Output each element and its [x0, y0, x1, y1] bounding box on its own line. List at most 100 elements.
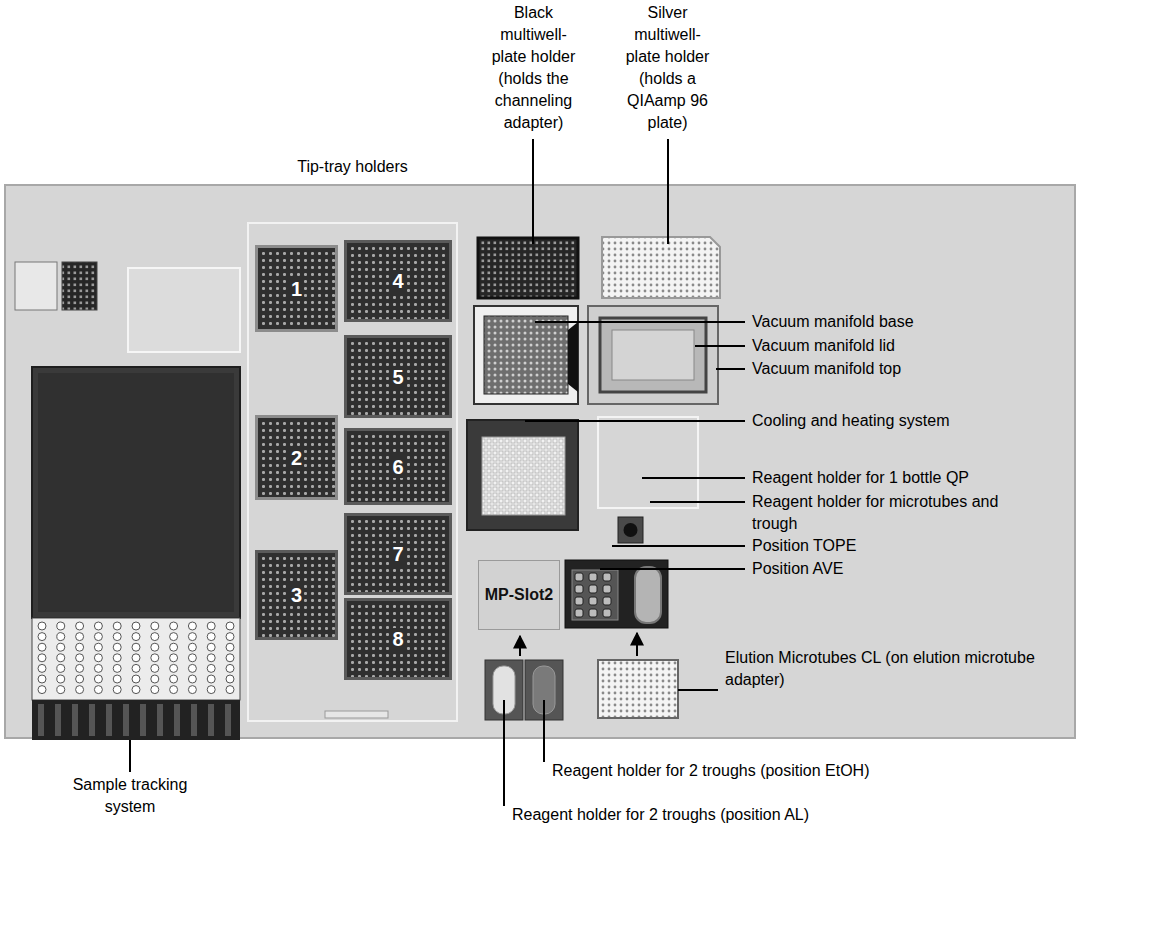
rack-hole [94, 643, 102, 651]
rack-hole [38, 622, 46, 630]
rack-hole [38, 633, 46, 641]
rack-hole [76, 633, 84, 641]
rack-hole [113, 643, 121, 651]
panel-bar [325, 711, 388, 718]
rack-hole [207, 622, 215, 630]
position-number: 3 [289, 584, 304, 606]
leader-line [650, 502, 651, 565]
rack-hole [151, 664, 159, 672]
comb-slots [38, 704, 231, 736]
rack-hole [151, 654, 159, 662]
rack-hole [207, 633, 215, 641]
position-number: 7 [390, 543, 405, 565]
rack-hole [113, 633, 121, 641]
leader-line [716, 368, 745, 370]
rack-hole [57, 675, 65, 683]
tip-tray: 2 [255, 415, 338, 500]
plate-slot: MP-Slot2 [478, 560, 560, 630]
rack-hole [151, 643, 159, 651]
microtube-rack [572, 570, 618, 620]
comb-slot [174, 704, 180, 736]
rack-hole [226, 675, 234, 683]
rack-hole [170, 675, 178, 683]
rack-hole [226, 664, 234, 672]
black-plate-holder [478, 238, 578, 298]
group-heading: Tip-tray holders [209, 156, 496, 178]
rack-hole [188, 654, 196, 662]
callout-label: Black multiwell-plate holder (holds the … [486, 2, 581, 134]
microtube-position [603, 597, 611, 605]
microtube-position [603, 585, 611, 593]
rack-hole [57, 664, 65, 672]
rack-hole [151, 686, 159, 694]
sample-rack-holes [38, 622, 234, 694]
microtube-positions [575, 573, 611, 617]
vacuum-lid-frame [588, 306, 718, 404]
rack-hole [76, 675, 84, 683]
tip-tray: 8 [344, 598, 452, 680]
deck [5, 185, 1075, 738]
rack-hole [188, 633, 196, 641]
rack-hole [94, 633, 102, 641]
rack-hole [132, 686, 140, 694]
rack-hole [94, 664, 102, 672]
callout-label: Position TOPE [752, 535, 856, 557]
rack-hole [226, 643, 234, 651]
rack-hole [207, 686, 215, 694]
rack-hole [151, 622, 159, 630]
comb-slot [123, 704, 129, 736]
rack-hole [170, 654, 178, 662]
position-number: 8 [390, 628, 405, 650]
rack-hole [38, 686, 46, 694]
callout-label: Vacuum manifold base [752, 311, 914, 333]
leader-line [543, 700, 545, 762]
slot-label: MP-Slot2 [485, 586, 553, 604]
rack-hole [57, 686, 65, 694]
rack-hole [38, 643, 46, 651]
vacuum-base-inner [484, 316, 568, 394]
rack-hole [188, 686, 196, 694]
rack-hole [226, 633, 234, 641]
rack-hole [38, 664, 46, 672]
callout-label: Reagent holder for 2 troughs (position E… [552, 760, 870, 782]
leader-line [612, 545, 745, 547]
callout-label: Reagent holder for 1 bottle QP [752, 467, 969, 489]
leader-line [678, 689, 718, 691]
leader-line [600, 568, 745, 570]
rack-hole [132, 675, 140, 683]
position-number: 2 [289, 447, 304, 469]
elution-microtubes [598, 660, 678, 718]
position-number: 6 [390, 456, 405, 478]
rack-hole [207, 654, 215, 662]
rack-hole [94, 675, 102, 683]
microtube-position [589, 597, 597, 605]
microtube-holder [565, 560, 668, 628]
leader-line [667, 139, 669, 244]
rack-hole [132, 654, 140, 662]
callout-label: Reagent holder for microtubes and trough [752, 491, 1042, 535]
comb-slot [72, 704, 78, 736]
comb-slot [208, 704, 214, 736]
rack-hole [151, 633, 159, 641]
sample-area-inner [38, 373, 234, 612]
microtube-position [575, 585, 583, 593]
rack-hole [207, 643, 215, 651]
rack-hole [38, 654, 46, 662]
leader-line [650, 501, 745, 503]
microtube-position [589, 585, 597, 593]
rack-hole [132, 643, 140, 651]
callout-label: Sample tracking system [60, 774, 200, 818]
position-number: 1 [289, 278, 304, 300]
microtube-position [589, 609, 597, 617]
rack-hole [132, 633, 140, 641]
comb-slot [225, 704, 231, 736]
callout-label: Cooling and heating system [752, 410, 949, 432]
tip-tray-panel: Tip-tray holders12345678 [247, 222, 458, 722]
leader-line [503, 700, 505, 806]
rack-hole [57, 633, 65, 641]
rack-hole [76, 664, 84, 672]
position-number: 5 [390, 366, 405, 388]
leader-line [532, 139, 534, 244]
rack-hole [94, 686, 102, 694]
